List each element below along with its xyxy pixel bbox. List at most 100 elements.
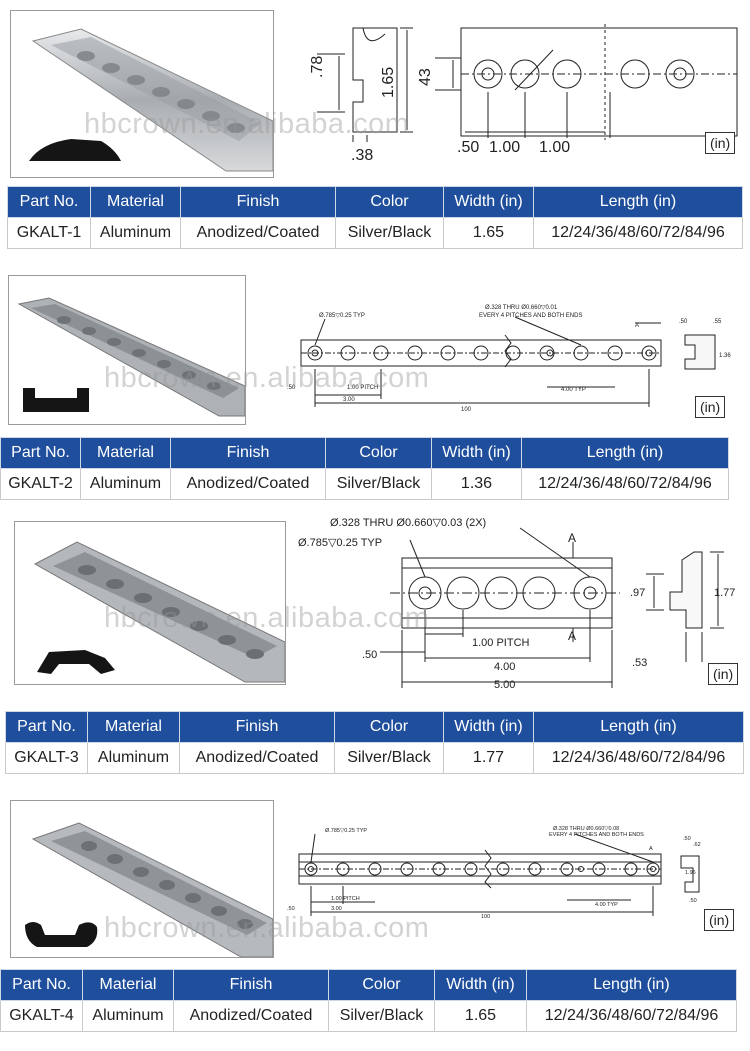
spec-table-gkalt-1: Part No. Material Finish Color Width (in… [7,186,743,249]
dim-label: .50 [287,385,296,391]
cell-width: 1.77 [443,742,534,774]
dim-label: 1.36 [719,353,731,359]
dim-label: 4.00 TYP [595,902,618,908]
table-row: GKALT-4 Aluminum Anodized/Coated Silver/… [0,1000,737,1032]
header-width: Width (in) [431,437,522,469]
product-photo-gkalt-4 [10,800,274,958]
cell-material: Aluminum [80,468,171,500]
dim-label: A [568,531,576,545]
product-photo-gkalt-1 [10,10,274,178]
technical-drawing-gkalt-2: Ø.785▽0.25 TYP Ø.328 THRU Ø0.660▽0.01 EV… [285,295,731,420]
dim-label: .55 [713,319,722,325]
product-photo-gkalt-3 [14,521,286,685]
dim-label: .50 [689,898,697,904]
dim-label: A [568,629,576,643]
header-finish: Finish [180,186,336,218]
header-part-no: Part No. [0,969,83,1001]
header-length: Length (in) [533,186,743,218]
dim-label: 4.00 [494,661,515,673]
dim-label: A [649,846,653,852]
dim-label: .97 [630,587,645,599]
cell-part-no: GKALT-4 [0,1000,83,1032]
cell-color: Silver/Black [335,217,444,249]
product-photo-gkalt-2 [8,275,246,425]
dim-label: .62 [693,842,701,848]
dim-label: A [635,323,639,329]
cell-length: 12/24/36/48/60/72/84/96 [526,1000,737,1032]
header-width: Width (in) [443,186,534,218]
dim-label: 1.00 PITCH [472,637,530,649]
cell-part-no: GKALT-1 [7,217,91,249]
unit-label: (in) [695,396,726,418]
dim-label: 100 [481,914,490,920]
dim-label: 1.00 PITCH [331,896,360,902]
dim-label: Ø.328 THRU Ø0.660▽0.08 [553,826,619,832]
table-row: GKALT-2 Aluminum Anodized/Coated Silver/… [0,468,729,500]
cell-material: Aluminum [90,217,181,249]
cell-finish: Anodized/Coated [180,217,336,249]
header-part-no: Part No. [0,437,81,469]
header-part-no: Part No. [5,711,88,743]
dim-label: Ø.785▽0.25 TYP [298,537,382,549]
cell-part-no: GKALT-3 [5,742,88,774]
dim-label: 5.00 [494,679,515,691]
dim-label: 1.00 PITCH [347,385,378,391]
header-material: Material [82,969,174,1001]
cell-length: 12/24/36/48/60/72/84/96 [533,217,743,249]
table-row: GKALT-1 Aluminum Anodized/Coated Silver/… [7,217,743,249]
dim-label: 1.96 [685,870,696,876]
dim-label: Ø.785▽0.25 TYP [325,828,367,834]
dim-label: .78 [309,56,326,78]
table-row: GKALT-3 Aluminum Anodized/Coated Silver/… [5,742,744,774]
dim-label: .50 [362,649,377,661]
cell-width: 1.65 [443,217,534,249]
dim-label: 1.65 [380,67,397,98]
cell-part-no: GKALT-2 [0,468,81,500]
dim-label: Ø.328 THRU Ø0.660▽0.01 [485,305,558,311]
unit-label: (in) [705,132,736,154]
header-length: Length (in) [526,969,737,1001]
table-header-row: Part No. Material Finish Color Width (in… [0,969,737,1001]
dim-label: 100 [461,407,472,413]
header-color: Color [328,969,435,1001]
technical-drawing-gkalt-4: Ø.785▽0.25 TYP Ø.328 THRU Ø0.660▽0.08 EV… [285,820,705,930]
header-finish: Finish [170,437,326,469]
dim-label: 3.00 [343,397,355,403]
cell-width: 1.36 [431,468,522,500]
dim-label: 43 [417,68,434,86]
technical-drawing-gkalt-3: Ø.328 THRU Ø0.660▽0.03 (2X) Ø.785▽0.25 T… [290,512,735,692]
dim-label: 1.00 [539,139,570,156]
cell-finish: Anodized/Coated [170,468,326,500]
cell-material: Aluminum [87,742,180,774]
dim-label: 1.77 [714,587,735,599]
cell-finish: Anodized/Coated [173,1000,329,1032]
dim-label: EVERY 4 PITCHES AND BOTH ENDS [549,832,644,838]
spec-table-gkalt-4: Part No. Material Finish Color Width (in… [0,969,737,1032]
header-length: Length (in) [521,437,729,469]
dim-label: .53 [632,657,647,669]
cell-width: 1.65 [434,1000,527,1032]
header-material: Material [87,711,180,743]
cell-color: Silver/Black [325,468,432,500]
header-color: Color [325,437,432,469]
header-material: Material [90,186,181,218]
dim-label: .38 [351,147,373,164]
technical-drawing-gkalt-1: .78 1.65 .38 43 .50 1.00 1.00 [305,20,745,170]
unit-label: (in) [708,663,739,685]
cell-length: 12/24/36/48/60/72/84/96 [521,468,729,500]
cell-length: 12/24/36/48/60/72/84/96 [533,742,744,774]
spec-table-gkalt-2: Part No. Material Finish Color Width (in… [0,437,729,500]
cell-color: Silver/Black [334,742,444,774]
dim-label: EVERY 4 PITCHES AND BOTH ENDS [479,313,582,319]
table-header-row: Part No. Material Finish Color Width (in… [7,186,743,218]
cell-color: Silver/Black [328,1000,435,1032]
header-finish: Finish [179,711,335,743]
table-header-row: Part No. Material Finish Color Width (in… [5,711,744,743]
dim-label: 3.00 [331,906,342,912]
dim-label: .50 [683,836,691,842]
header-color: Color [335,186,444,218]
table-header-row: Part No. Material Finish Color Width (in… [0,437,729,469]
spec-table-gkalt-3: Part No. Material Finish Color Width (in… [5,711,744,774]
dim-label: 1.00 [489,139,520,156]
dim-label: .50 [287,906,295,912]
